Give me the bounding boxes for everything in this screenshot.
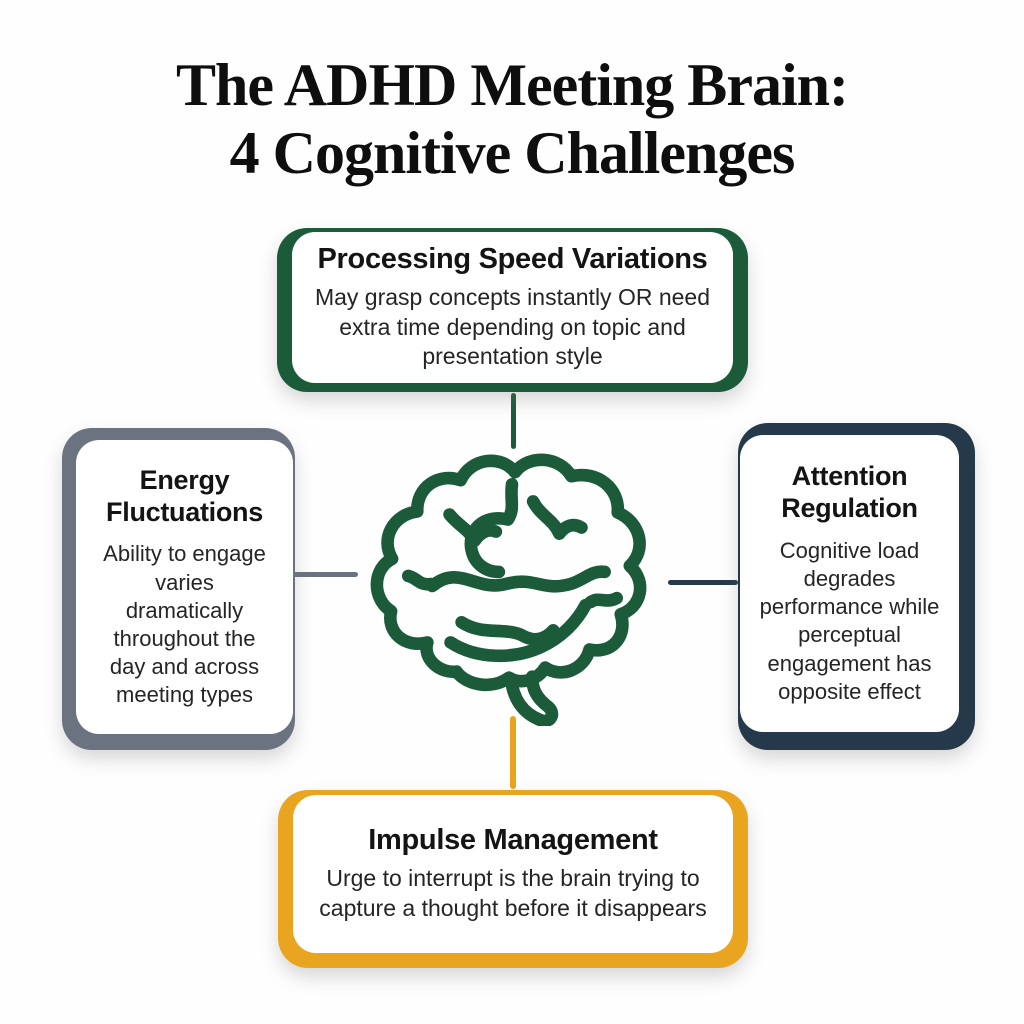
card-energy-fluctuations-inner: Energy Fluctuations Ability to engage va… <box>76 440 293 734</box>
card-title: Energy Fluctuations <box>106 464 263 527</box>
card-body: Urge to interrupt is the brain trying to… <box>319 865 707 921</box>
card-impulse-management-inner: Impulse Management Urge to interrupt is … <box>293 795 733 953</box>
card-title: Impulse Management <box>368 824 658 857</box>
brain-icon <box>360 444 670 728</box>
connector-right <box>668 580 738 585</box>
connector-left <box>291 572 358 577</box>
card-energy-fluctuations: Energy Fluctuations Ability to engage va… <box>62 428 295 750</box>
title-line-1: The ADHD Meeting Brain: <box>176 52 849 118</box>
title-line-2: 4 Cognitive Challenges <box>229 119 796 186</box>
card-processing-speed-inner: Processing Speed Variations May grasp co… <box>292 232 733 383</box>
card-body: Cognitive load degrades performance whil… <box>759 537 940 704</box>
card-processing-speed: Processing Speed Variations May grasp co… <box>277 228 748 392</box>
card-body: May grasp concepts instantly OR need ext… <box>314 283 711 370</box>
connector-top <box>511 393 516 449</box>
connector-bottom <box>510 716 516 789</box>
card-impulse-management: Impulse Management Urge to interrupt is … <box>278 790 748 968</box>
page-title: The ADHD Meeting Brain: 4 Cognitive Chal… <box>0 52 1024 188</box>
card-attention-regulation-inner: Attention Regulation Cognitive load degr… <box>740 435 959 732</box>
card-title: Attention Regulation <box>781 461 918 524</box>
card-attention-regulation: Attention Regulation Cognitive load degr… <box>738 423 975 750</box>
card-body: Ability to engage varies dramatically th… <box>103 541 266 708</box>
card-title: Processing Speed Variations <box>317 242 708 275</box>
